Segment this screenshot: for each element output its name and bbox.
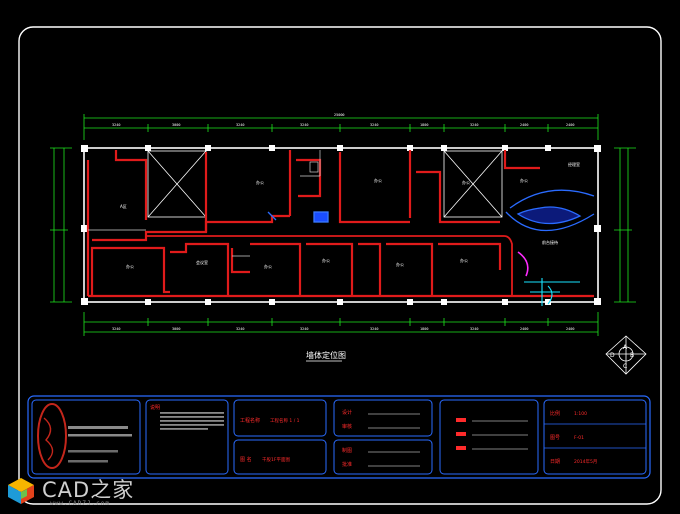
room-label: 办公 bbox=[462, 179, 470, 185]
room-label: 办公 bbox=[126, 263, 134, 269]
reception-desk bbox=[267, 189, 595, 232]
draw-label: 制图 bbox=[342, 447, 352, 454]
svg-text:1800: 1800 bbox=[420, 123, 428, 127]
svg-text:3240: 3240 bbox=[236, 327, 244, 331]
svg-text:3240: 3240 bbox=[112, 327, 120, 331]
svg-text:1800: 1800 bbox=[420, 327, 428, 331]
svg-text:A: A bbox=[623, 344, 628, 351]
design-label: 设计 bbox=[342, 409, 352, 416]
svg-text:3240: 3240 bbox=[112, 123, 120, 127]
svg-text:B: B bbox=[630, 352, 634, 359]
svg-text:3240: 3240 bbox=[300, 327, 308, 331]
room-label: 前台接待 bbox=[542, 239, 558, 245]
drawing-name-value: 千股1F平面图 bbox=[262, 456, 290, 463]
drawing-name-label: 图 名 bbox=[240, 456, 252, 463]
date-value: 2014年5月 bbox=[574, 458, 597, 465]
room-label: 办公 bbox=[460, 257, 468, 263]
scale-label: 比例 bbox=[550, 410, 560, 417]
svg-text:D: D bbox=[610, 352, 615, 359]
compass-icon: A B C D bbox=[605, 335, 647, 375]
watermark-url: www.CADZJ.com bbox=[50, 500, 110, 507]
approve-label: 批准 bbox=[342, 461, 352, 468]
dimension-bottom bbox=[83, 312, 599, 336]
dimension-numerals: 3240 3000 3240 3240 3240 1800 3240 2400 2400 2… bbox=[112, 113, 574, 331]
svg-text:3000: 3000 bbox=[172, 327, 180, 331]
room-label: 办公 bbox=[374, 177, 382, 183]
room-label: 办公 bbox=[520, 177, 528, 183]
room-label: 会议室 bbox=[196, 259, 208, 265]
room-label: A区 bbox=[120, 204, 127, 209]
drawing-no-value: F-01 bbox=[574, 435, 584, 441]
room-label: 办公 bbox=[396, 261, 404, 267]
room-label: 办公 bbox=[256, 179, 264, 185]
title-block: 说明 工程名称 工程名称 1 / 1 图 名 千股1F平面图 设计 审核 制图 … bbox=[27, 395, 651, 479]
date-label: 日期 bbox=[550, 459, 560, 465]
svg-text:C: C bbox=[623, 363, 627, 370]
svg-text:3240: 3240 bbox=[470, 327, 478, 331]
dimension-top bbox=[83, 114, 599, 140]
svg-text:2400: 2400 bbox=[520, 123, 528, 127]
dimension-sides bbox=[50, 147, 636, 303]
drawing-no-label: 图号 bbox=[550, 435, 560, 441]
scale-value: 1:100 bbox=[574, 411, 587, 417]
svg-text:2400: 2400 bbox=[566, 327, 574, 331]
watermark: CAD之家 www.CADZJ.com bbox=[4, 474, 144, 508]
svg-text:2400: 2400 bbox=[520, 327, 528, 331]
project-label: 工程名称 bbox=[240, 417, 260, 424]
room-label: 经理室 bbox=[568, 161, 580, 167]
floor-plan: A区 办公 办公 办公 办公 会议室 办公 办公 办公 办公 办公 前台接待 经… bbox=[81, 145, 601, 306]
notes-label: 说明 bbox=[150, 404, 160, 411]
plan-title: 墙体定位图 bbox=[306, 350, 346, 360]
room-label: 办公 bbox=[322, 257, 330, 263]
drawing-frame bbox=[18, 26, 662, 505]
svg-text:3240: 3240 bbox=[236, 123, 244, 127]
check-label: 审核 bbox=[342, 423, 352, 430]
project-value: 工程名称 1 / 1 bbox=[270, 417, 300, 424]
watermark-brand: CAD之家 bbox=[42, 478, 135, 502]
cad-logo-icon bbox=[8, 478, 34, 504]
svg-text:3240: 3240 bbox=[300, 123, 308, 127]
svg-text:2400: 2400 bbox=[566, 123, 574, 127]
room-label: 办公 bbox=[264, 263, 272, 269]
svg-text:3240: 3240 bbox=[370, 327, 378, 331]
svg-text:3000: 3000 bbox=[172, 123, 180, 127]
svg-text:25000: 25000 bbox=[334, 113, 345, 117]
company-seal bbox=[37, 403, 67, 469]
svg-text:3240: 3240 bbox=[370, 123, 378, 127]
svg-text:3240: 3240 bbox=[470, 123, 478, 127]
